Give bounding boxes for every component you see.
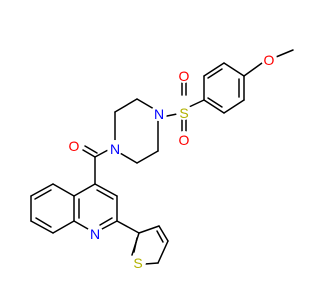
bond	[82, 149, 96, 158]
bond	[73, 220, 89, 230]
bond	[35, 217, 52, 228]
bond	[114, 98, 138, 113]
bond	[116, 220, 140, 234]
atom-label-methoxy-oxygen: O	[261, 51, 277, 68]
bond	[203, 62, 225, 77]
atom-label-text: N	[110, 141, 120, 157]
atom-label-text: O	[179, 132, 190, 148]
atom-label-thiophene-sulfur: S	[130, 254, 146, 271]
atom-label-quinoline-nitrogen: N	[87, 225, 103, 242]
atom-label-sulfur-sulfonyl: S	[176, 104, 192, 121]
bond	[119, 152, 138, 164]
bond	[158, 225, 169, 242]
atom-label-text: S	[133, 255, 142, 271]
bond	[156, 230, 164, 243]
bond	[52, 220, 75, 234]
atom-label-piperazine-nitrogen-right: N	[151, 105, 167, 122]
bond	[133, 237, 138, 253]
bond	[275, 49, 294, 58]
bond	[73, 183, 96, 197]
bond	[136, 98, 155, 110]
bond	[223, 62, 245, 77]
bond	[84, 145, 98, 154]
bond	[207, 68, 223, 79]
atom-label-text: O	[179, 68, 190, 84]
bond	[243, 62, 263, 77]
bond-layer	[30, 49, 294, 265]
bond	[138, 225, 160, 234]
bond	[52, 183, 75, 197]
bond	[203, 99, 225, 114]
bond	[30, 183, 54, 197]
atom-label-sulfonyl-oxygen-top: O	[176, 67, 192, 84]
atom-label-text: N	[154, 106, 164, 122]
atom-label-sulfonyl-oxygen-bottom: O	[176, 131, 192, 148]
structure-diagram: O O S O N N O N	[30, 49, 294, 271]
bond	[99, 217, 113, 226]
molecule-canvas: O O S O N N O N	[30, 49, 294, 271]
atom-label-piperazine-nitrogen-left: N	[107, 140, 123, 157]
atom-label-text: O	[69, 138, 80, 154]
atom-label-text: O	[264, 52, 275, 68]
bond	[223, 99, 245, 114]
bond	[188, 99, 205, 108]
atom-label-text: N	[90, 226, 100, 242]
bond	[144, 262, 159, 265]
bond	[96, 189, 114, 200]
bond	[94, 149, 109, 158]
bond	[34, 189, 52, 200]
bond	[94, 183, 118, 197]
atom-label-carbonyl-oxygen: O	[66, 137, 82, 154]
atom-label-text: S	[179, 105, 188, 121]
bond	[136, 150, 159, 164]
bond	[157, 240, 169, 264]
atom-layer: O O S O N N O N	[66, 51, 277, 271]
bond	[30, 220, 54, 234]
bond	[166, 113, 178, 117]
bond	[101, 220, 118, 230]
bond	[207, 97, 223, 108]
